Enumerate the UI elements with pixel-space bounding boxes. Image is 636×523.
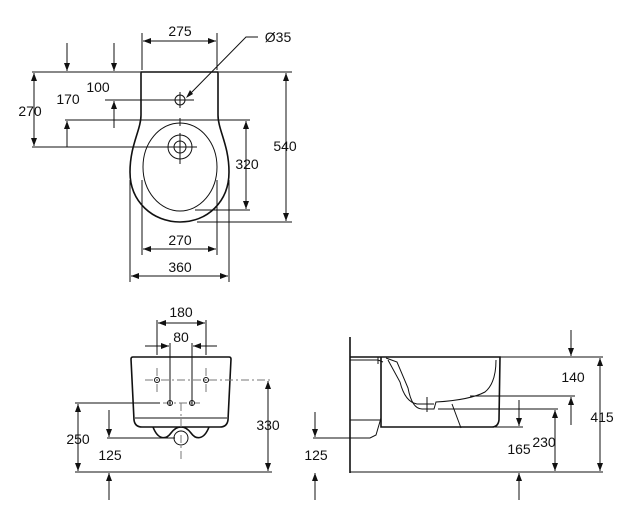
bidet-outline-front (130, 356, 232, 428)
bidet-outline-side (350, 356, 501, 428)
mounting-hole-right (203, 377, 209, 383)
dim-overall-width: 360 (168, 259, 192, 275)
dim-170: 170 (56, 91, 80, 107)
dim-140: 140 (561, 369, 585, 385)
dim-hole-diameter: Ø35 (265, 29, 292, 45)
front-view: 180 80 330 250 125 (66, 304, 280, 500)
dim-125-front: 125 (98, 447, 122, 463)
mounting-hole-left (154, 377, 160, 383)
dim-100: 100 (86, 79, 110, 95)
dim-540: 540 (273, 138, 297, 154)
dim-275: 275 (168, 23, 192, 39)
dim-180: 180 (169, 304, 193, 320)
dim-330: 330 (256, 417, 280, 433)
bidet-outline-top (129, 71, 230, 223)
top-view: 275 Ø35 100 170 270 320 540 270 360 (18, 23, 297, 282)
dim-bowl-width: 270 (168, 232, 192, 248)
dim-250: 250 (66, 431, 90, 447)
dim-165: 165 (507, 441, 531, 457)
dim-230: 230 (532, 434, 556, 450)
dim-270-left: 270 (18, 103, 42, 119)
dim-125-side: 125 (304, 447, 328, 463)
dim-80: 80 (173, 329, 189, 345)
side-view: 140 415 230 165 125 (304, 330, 614, 500)
dim-320: 320 (235, 156, 259, 172)
dim-415: 415 (590, 409, 614, 425)
